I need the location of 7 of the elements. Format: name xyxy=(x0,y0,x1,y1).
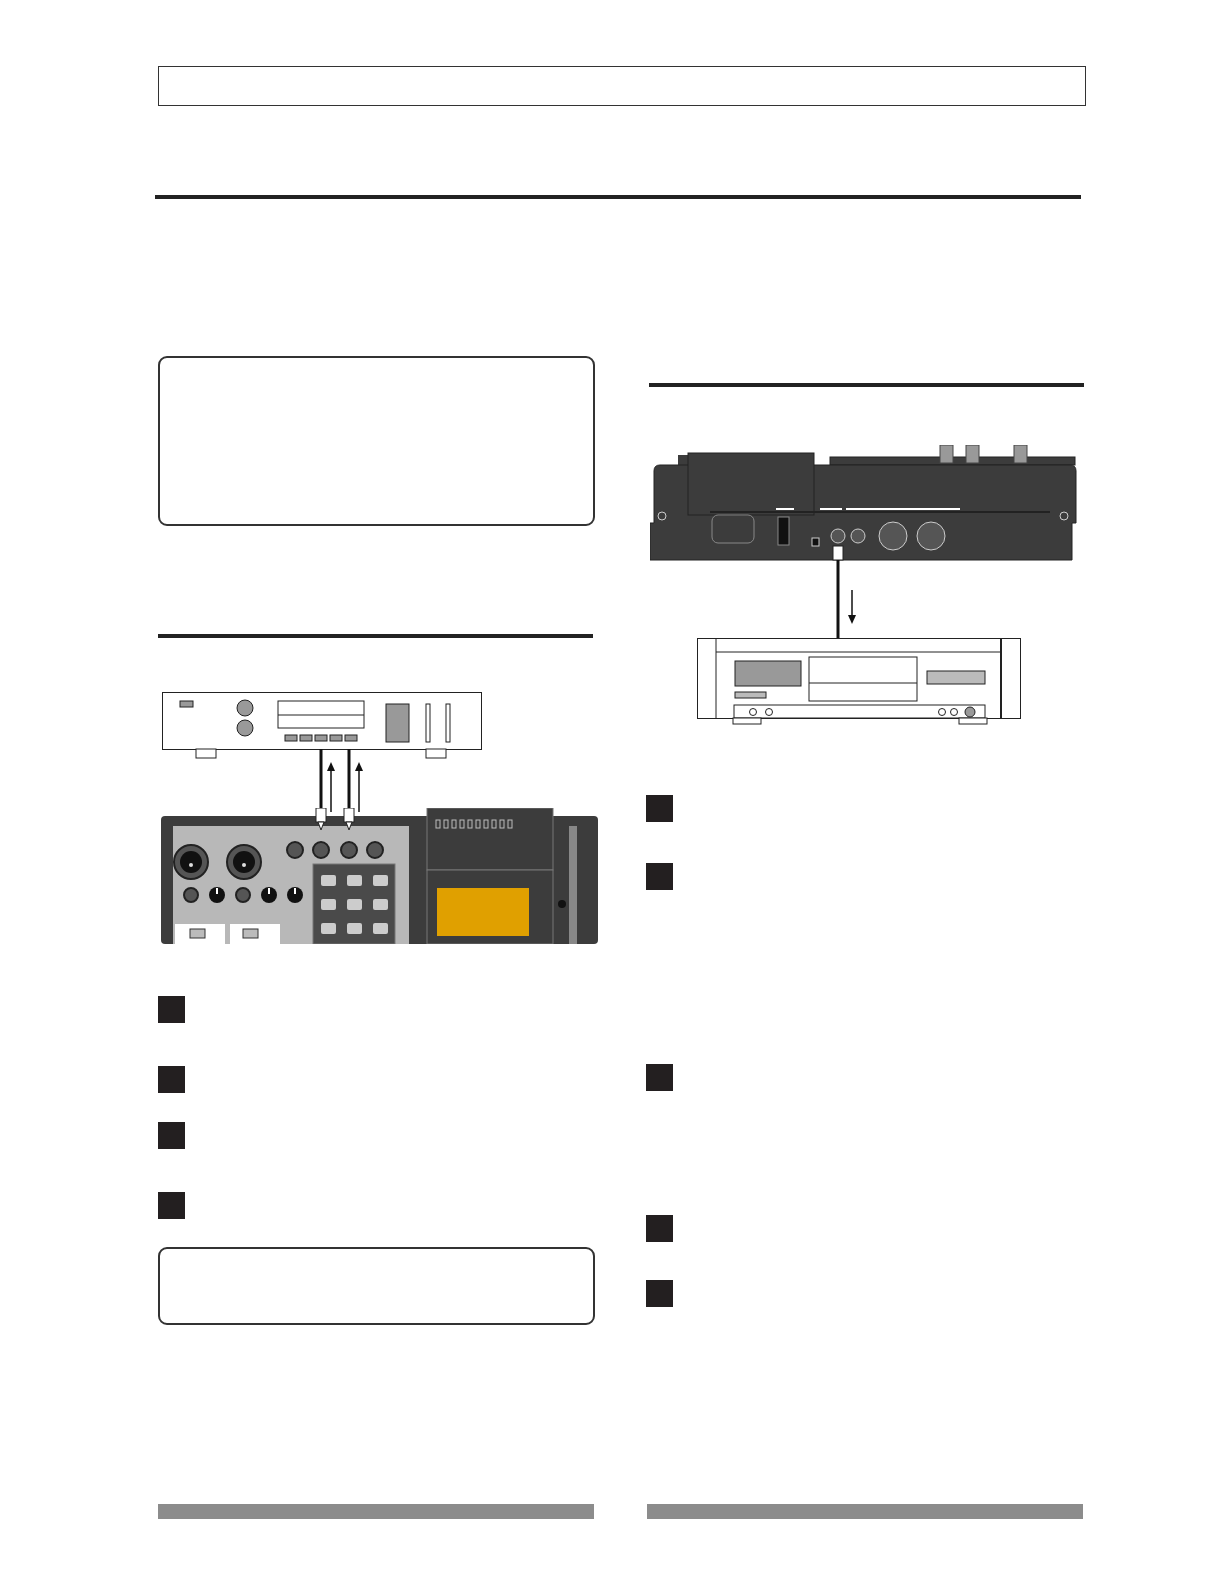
effects-unit-drawing xyxy=(162,692,482,760)
cable xyxy=(319,749,323,808)
recorder-front-panel-drawing xyxy=(161,808,598,944)
cable xyxy=(836,560,840,638)
recorder-rear-panel-drawing xyxy=(650,445,1079,561)
cable xyxy=(347,749,351,808)
cassette-deck-drawing xyxy=(697,638,1022,726)
